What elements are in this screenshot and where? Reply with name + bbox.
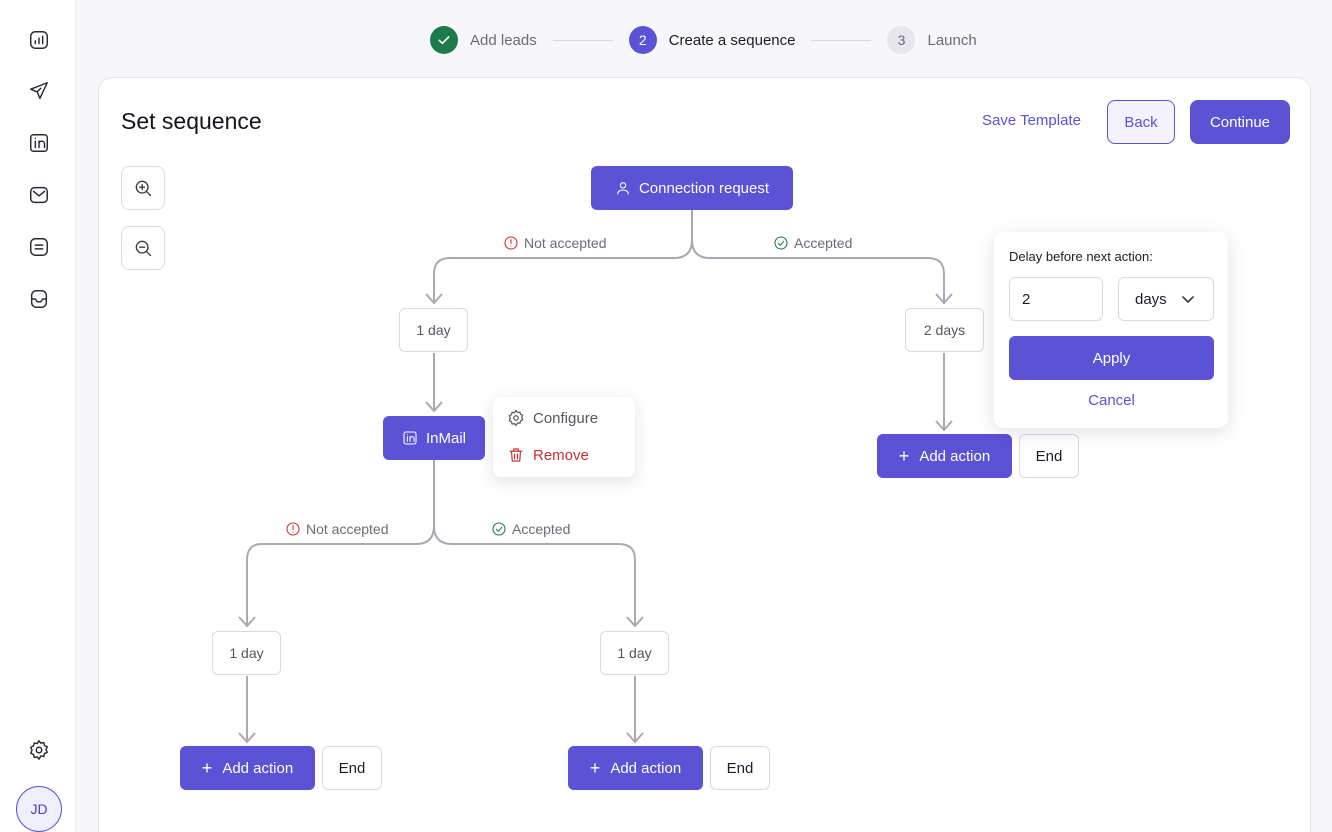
zoom-out-icon [135,240,152,257]
apply-button[interactable]: Apply [1009,336,1214,380]
linkedin-icon [403,431,417,445]
step-number: 2 [628,26,657,54]
button-label: Add action [610,759,682,777]
step-label: Create a sequence [668,31,796,49]
step-label: Add leads [470,31,537,49]
page-title: Set sequence [121,108,262,134]
continue-button[interactable]: Continue [1190,100,1290,144]
step-number: 3 [887,26,916,54]
trash-icon [509,448,523,462]
zoom-in-button[interactable] [121,166,165,210]
chevron-down-icon [1182,296,1194,303]
gear-icon[interactable] [26,737,52,763]
remove-menu-item[interactable]: Remove [507,446,589,464]
node-label: InMail [425,429,466,447]
branch-label-text: Accepted [512,521,571,537]
node-context-menu: Configure Remove [493,397,635,477]
mail-icon[interactable] [26,182,52,208]
linkedin-icon[interactable] [26,130,52,156]
add-action-button[interactable]: + Add action [180,746,315,790]
alert-circle-icon [286,522,300,536]
inbox-icon[interactable] [26,286,52,312]
delay-box[interactable]: 1 day [600,631,669,675]
back-button[interactable]: Back [1107,100,1175,144]
zoom-out-button[interactable] [121,226,165,270]
connection-request-node[interactable]: Connection request [591,166,793,210]
button-label: Add action [222,759,294,777]
add-action-button[interactable]: + Add action [568,746,703,790]
branch-label-text: Not accepted [524,235,607,251]
branch-not-accepted: Not accepted [500,235,610,251]
step-divider [811,39,872,41]
menu-item-label: Remove [533,446,589,464]
user-icon [617,182,629,195]
save-template-link[interactable]: Save Template [982,112,1081,129]
end-button[interactable]: End [710,746,770,790]
send-icon[interactable] [26,78,52,104]
plus-icon: + [201,758,213,778]
button-label: Add action [919,447,991,465]
plus-icon: + [589,758,601,778]
step-create-sequence[interactable]: 2 Create a sequence [628,26,796,54]
gear-icon [508,409,524,427]
step-add-leads[interactable]: Add leads [430,26,537,54]
delay-box[interactable]: 1 day [399,308,468,352]
inmail-node[interactable]: InMail [383,416,485,460]
cancel-button[interactable]: Cancel [1088,392,1135,409]
popover-title: Delay before next action: [1009,249,1153,264]
sidebar: JD [0,0,76,832]
analytics-icon[interactable] [26,27,52,53]
select-value: days [1135,290,1167,308]
message-icon[interactable] [26,234,52,260]
branch-accepted: Accepted [488,521,574,537]
delay-value-input[interactable]: 2 [1009,277,1103,321]
menu-item-label: Configure [533,409,599,427]
step-launch[interactable]: 3 Launch [887,26,977,54]
delay-popover: Delay before next action: 2 days Apply C… [994,232,1228,428]
end-button[interactable]: End [1019,434,1079,478]
zoom-in-icon [135,180,152,197]
step-label: Launch [927,31,977,49]
branch-not-accepted: Not accepted [282,521,392,537]
delay-unit-select[interactable]: days [1118,277,1214,321]
check-circle-icon [774,236,788,250]
branch-accepted: Accepted [770,235,856,251]
delay-box[interactable]: 2 days [905,308,984,352]
check-circle-icon [492,522,506,536]
stepper: Add leads 2 Create a sequence 3 Launch [430,26,977,54]
end-button[interactable]: End [322,746,382,790]
node-label: Connection request [638,179,770,197]
check-icon [430,26,458,54]
plus-icon: + [898,446,910,466]
configure-menu-item[interactable]: Configure [507,409,598,427]
add-action-button[interactable]: + Add action [877,434,1012,478]
branch-label-text: Not accepted [306,521,389,537]
alert-circle-icon [504,236,518,250]
step-divider [552,39,613,41]
branch-label-text: Accepted [794,235,853,251]
avatar[interactable]: JD [16,786,62,832]
delay-box[interactable]: 1 day [212,631,281,675]
